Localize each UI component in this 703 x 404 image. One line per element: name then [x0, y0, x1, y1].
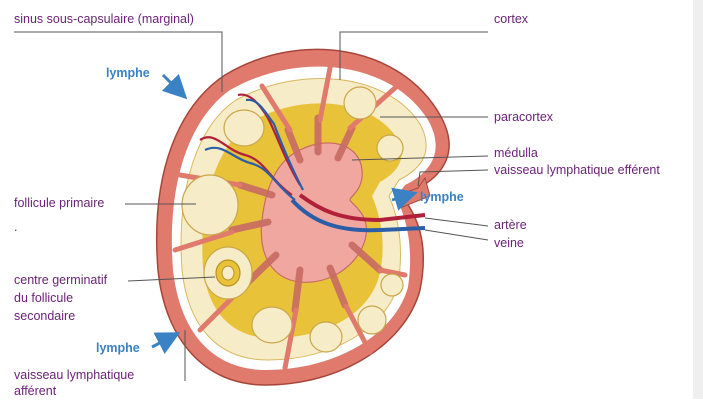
label-lymphe-bottom: lymphe	[96, 341, 140, 356]
lymph-arrow-top	[163, 75, 183, 95]
label-sinus: sinus sous-capsulaire (marginal)	[14, 12, 194, 27]
label-afferent-2: afférent	[14, 384, 56, 399]
lymph-arrow-bottom	[152, 335, 175, 347]
label-dot: .	[14, 220, 17, 235]
label-cortex: cortex	[494, 12, 528, 27]
label-artere: artère	[494, 218, 527, 233]
label-lymphe-right: lymphe	[420, 190, 464, 205]
label-lymphe-top: lymphe	[106, 66, 150, 81]
label-afferent-1: vaisseau lymphatique	[14, 368, 134, 383]
label-medulla: médulla	[494, 146, 538, 161]
scrollbar-strip	[693, 0, 703, 399]
label-centre-2: du follicule	[14, 291, 73, 306]
label-follicule-primaire: follicule primaire	[14, 196, 104, 211]
label-centre-1: centre germinatif	[14, 273, 107, 288]
label-veine: veine	[494, 236, 524, 251]
label-paracortex: paracortex	[494, 110, 553, 125]
label-efferent: vaisseau lymphatique efférent	[494, 163, 660, 178]
label-centre-3: secondaire	[14, 309, 75, 324]
